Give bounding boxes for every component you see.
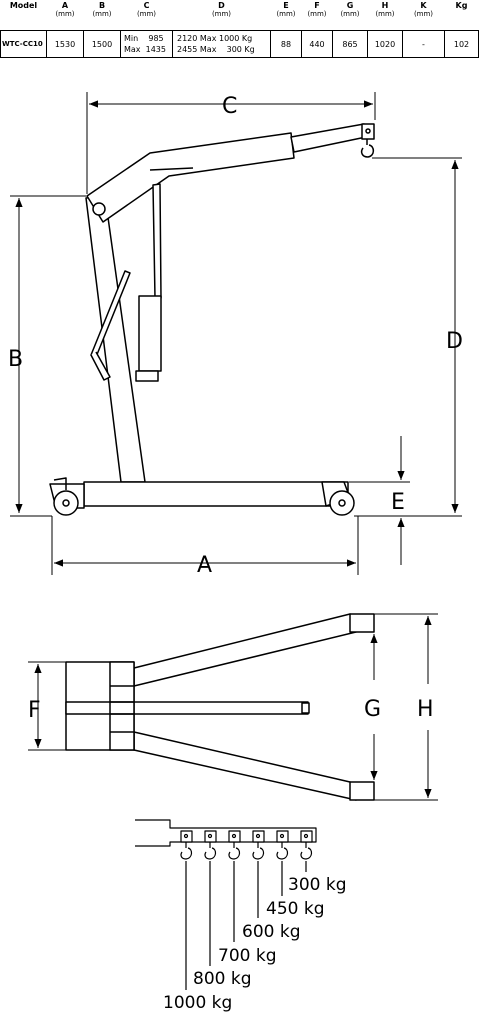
hydraulic-ram-rod xyxy=(152,183,162,299)
header-model: Model xyxy=(9,1,38,10)
cell-g: 865 xyxy=(332,30,368,58)
rear-wheel xyxy=(53,490,79,516)
header-b: B(mm) xyxy=(92,1,112,18)
cell-k: - xyxy=(402,30,445,58)
boom-hook-icon xyxy=(360,139,375,158)
load-label-700: 700 kg xyxy=(218,946,277,966)
cell-e: 88 xyxy=(270,30,302,58)
hook-icon-1000 xyxy=(180,830,193,860)
label-h: H xyxy=(417,697,434,722)
spec-table: Model A(mm) B(mm) C(mm) D(mm) E(mm) F(mm… xyxy=(0,0,479,58)
label-f: F xyxy=(28,698,41,723)
side-view xyxy=(49,123,375,516)
front-wheel xyxy=(329,490,355,516)
cell-kg: 102 xyxy=(444,30,479,58)
cell-b: 1500 xyxy=(83,30,121,58)
hook-icon-300 xyxy=(300,830,313,860)
cell-a: 1530 xyxy=(46,30,84,58)
header-g: G(mm) xyxy=(340,1,360,18)
label-a: A xyxy=(197,553,212,578)
top-view xyxy=(65,613,375,801)
label-d: D xyxy=(446,329,463,354)
cell-h: 1020 xyxy=(367,30,403,58)
top-leg-upper xyxy=(133,613,357,687)
header-e: E(mm) xyxy=(276,1,296,18)
hook-plate xyxy=(361,123,375,140)
hook-positions-detail xyxy=(135,819,317,990)
load-label-1000: 1000 kg xyxy=(163,993,232,1013)
hook-icon-600 xyxy=(252,830,265,860)
load-label-300: 300 kg xyxy=(288,875,347,895)
label-c: C xyxy=(222,94,237,119)
base-leg xyxy=(83,481,349,507)
label-e: E xyxy=(391,490,405,515)
table-header-row: Model A(mm) B(mm) C(mm) D(mm) E(mm) F(mm… xyxy=(1,0,479,31)
hydraulic-ram-cylinder xyxy=(138,295,162,372)
boom-pivot xyxy=(92,202,106,216)
header-k: K(mm) xyxy=(413,1,434,18)
cell-model: WTC-CC10 xyxy=(0,30,47,58)
boom xyxy=(86,132,295,223)
header-f: F(mm) xyxy=(307,1,327,18)
header-a: A(mm) xyxy=(55,1,75,18)
header-d: D(mm) xyxy=(211,1,232,18)
hook-icon-700 xyxy=(228,830,241,860)
label-b: B xyxy=(8,347,23,372)
header-h: H(mm) xyxy=(375,1,395,18)
load-label-800: 800 kg xyxy=(193,969,252,989)
load-label-600: 600 kg xyxy=(242,922,301,942)
top-leg-lower xyxy=(133,731,357,801)
load-label-450: 450 kg xyxy=(266,899,325,919)
mast xyxy=(85,195,146,483)
hook-icon-450 xyxy=(276,830,289,860)
boom-extension xyxy=(290,123,367,153)
hook-icon-800 xyxy=(204,830,217,860)
label-g: G xyxy=(364,697,381,722)
header-c: C(mm) xyxy=(136,1,157,18)
header-kg: Kg xyxy=(455,1,468,10)
